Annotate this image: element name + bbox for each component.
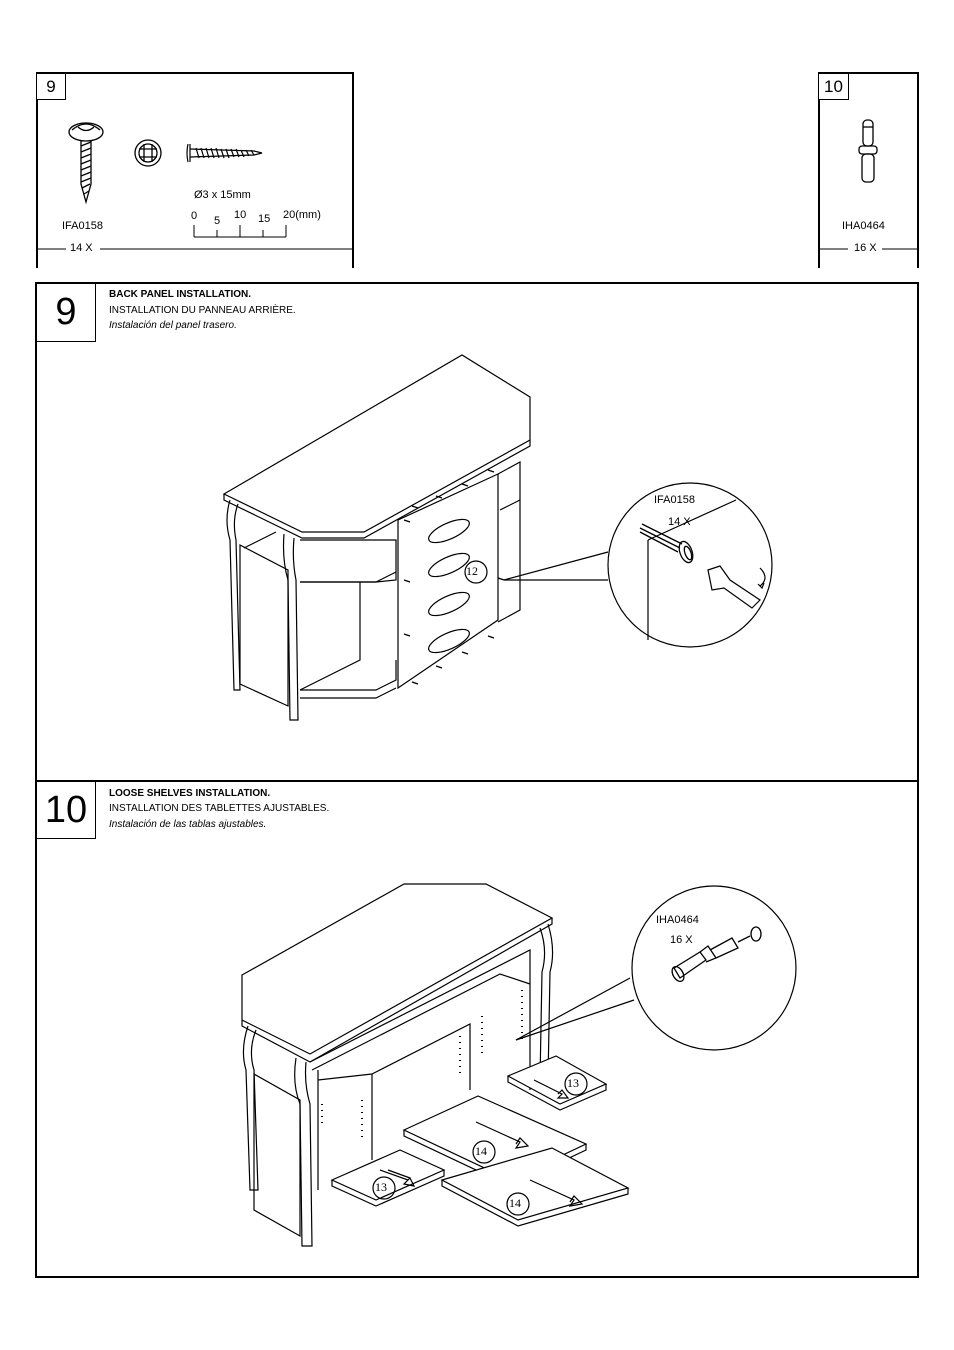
part-10-code: IHA0464 <box>842 220 885 232</box>
step-9-detail-qty: 14 X <box>668 516 691 528</box>
step-10-callout-14-right: 14 <box>509 1196 521 1210</box>
ruler <box>193 225 287 238</box>
part-9-size: Ø3 x 15mm <box>194 189 251 201</box>
step-10-detail-qty: 16 X <box>670 934 693 946</box>
part-number-10: 10 <box>818 73 849 100</box>
step-9-title-fr: INSTALLATION DU PANNEAU ARRIÈRE. <box>109 305 296 316</box>
step-10-number: 10 <box>37 782 96 839</box>
ruler-label-0: 0 <box>191 210 198 222</box>
part-9-code: IFA0158 <box>62 220 103 232</box>
ruler-label-20: 20(mm) <box>283 209 321 221</box>
part-number-9: 9 <box>36 73 66 100</box>
phillips-head-icon <box>134 139 162 167</box>
step-9-detail-code: IFA0158 <box>654 494 695 506</box>
step-10-title-fr: INSTALLATION DES TABLETTES AJUSTABLES. <box>109 803 330 814</box>
part-9-illustration <box>36 122 354 250</box>
step-10-callout-13-left: 13 <box>375 1180 387 1194</box>
ruler-label-5: 5 <box>214 215 221 227</box>
step-10-detail-code: IHA0464 <box>656 914 699 926</box>
step-10-callout-14-middle: 14 <box>475 1144 487 1158</box>
screw-actual-size-icon <box>186 143 263 163</box>
step-10-callout-13-right: 13 <box>567 1076 579 1090</box>
step-10-title-es: Instalación de las tablas ajustables. <box>109 819 267 830</box>
dowel-pin-icon <box>858 119 878 183</box>
part-10-illustration <box>818 119 919 250</box>
part-box-10 <box>818 72 919 268</box>
step-9-title-en: BACK PANEL INSTALLATION. <box>109 289 252 300</box>
part-9-quantity: 14 X <box>70 242 93 254</box>
step-10-title-en: LOOSE SHELVES INSTALLATION. <box>109 788 271 799</box>
step-10-illustration <box>241 883 797 1247</box>
screw-icon <box>68 122 104 205</box>
ruler-label-10: 10 <box>234 209 247 221</box>
step-9-callout-12: 12 <box>466 564 478 578</box>
step-9-illustration <box>222 354 773 721</box>
part-box-9 <box>36 72 354 268</box>
ruler-label-15: 15 <box>258 213 271 225</box>
part-10-quantity: 16 X <box>854 242 877 254</box>
step-9-title-es: Instalación del panel trasero. <box>109 320 237 331</box>
step-9-number: 9 <box>37 284 96 342</box>
step-10-panel <box>35 780 919 1278</box>
